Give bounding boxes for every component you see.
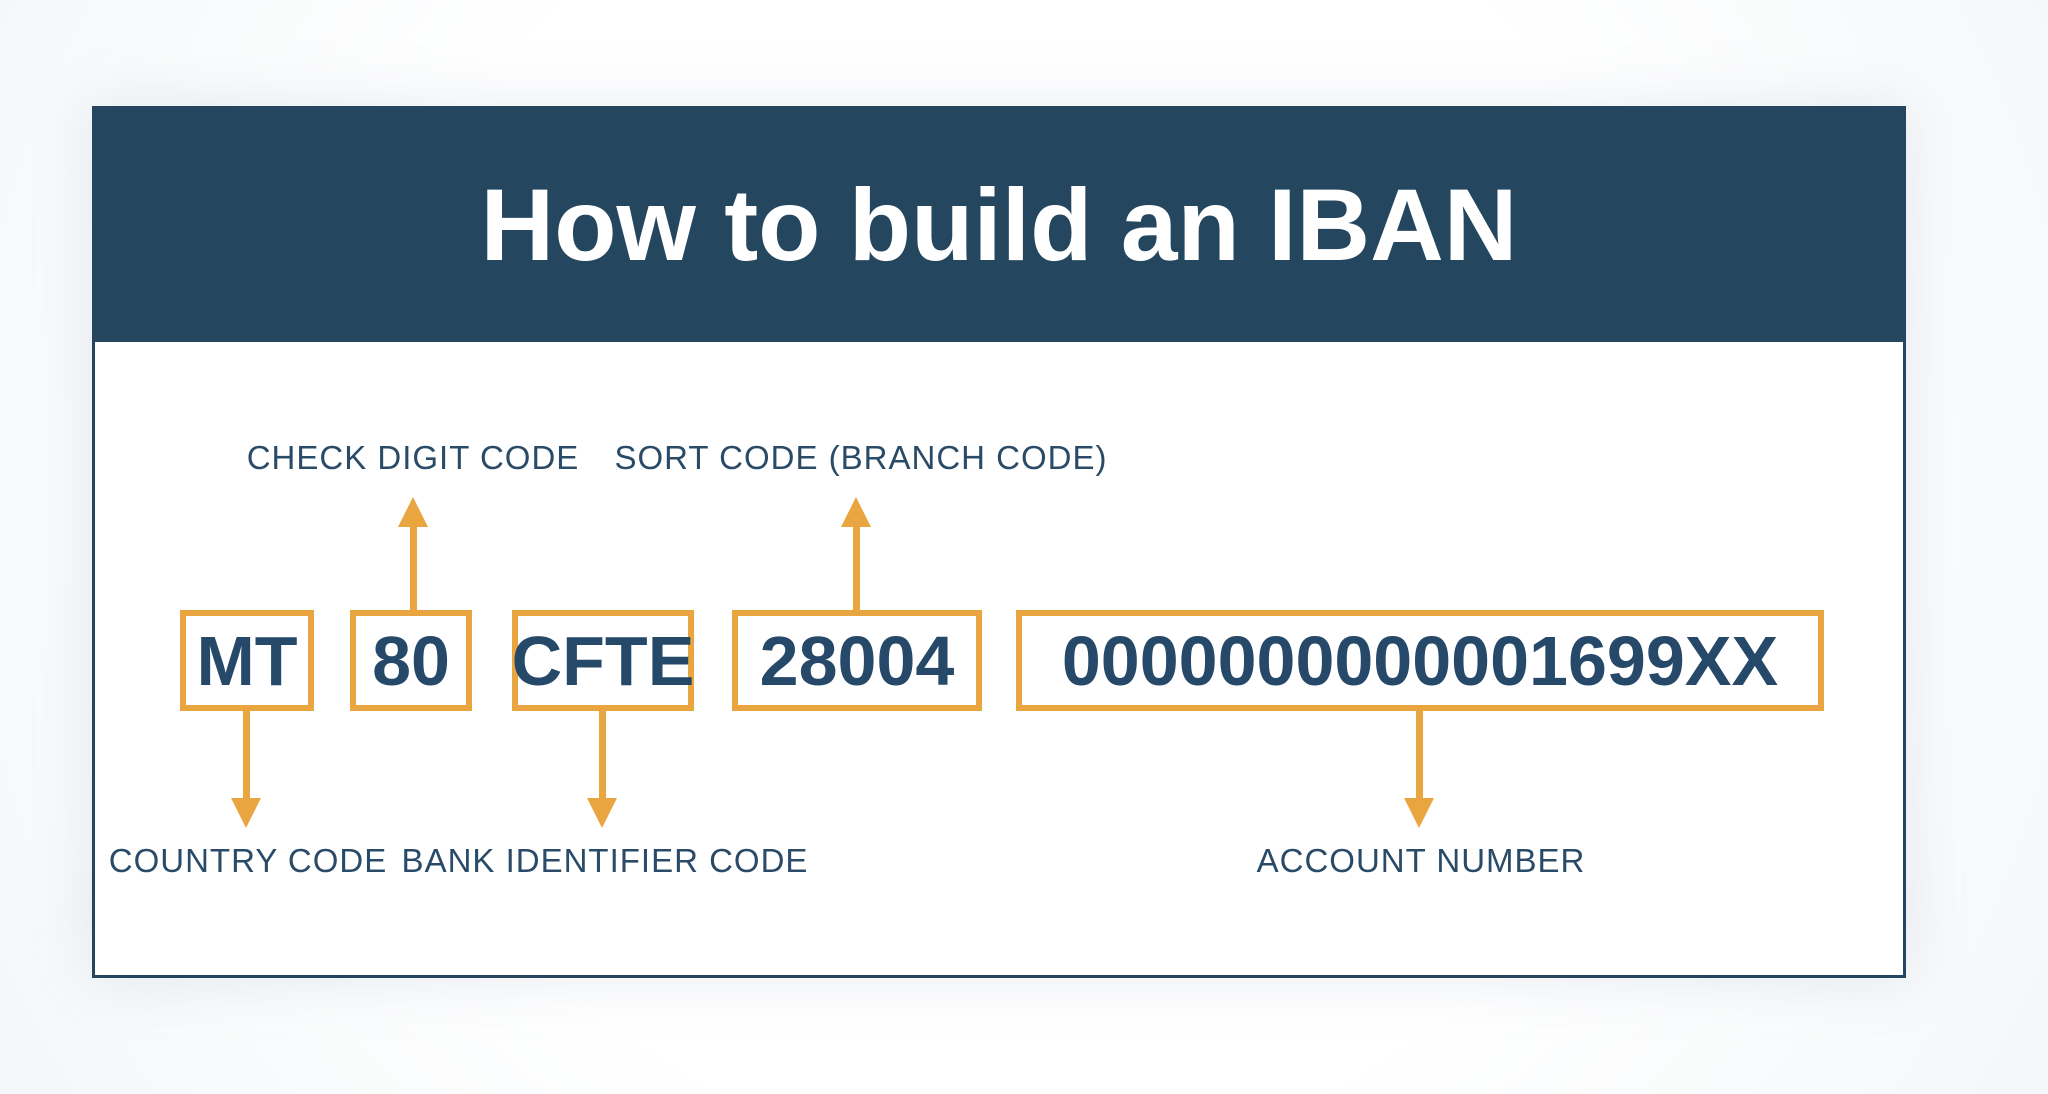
segment-value: 80 xyxy=(372,621,450,700)
segment-value: 28004 xyxy=(759,621,955,700)
bank-identifier-down-arrow-icon xyxy=(586,711,618,828)
segment-value: CFTE xyxy=(511,621,695,700)
sort-code-label: SORT CODE (BRANCH CODE) xyxy=(614,439,1108,476)
segment-box-bank-identifier: CFTE xyxy=(512,610,694,711)
header-band: How to build an IBAN xyxy=(95,109,1903,342)
arrow-head xyxy=(587,798,617,828)
country-code-down-arrow-icon xyxy=(230,711,262,828)
segment-box-sort-code: 28004 xyxy=(732,610,982,711)
country-code-label: COUNTRY CODE xyxy=(108,842,388,879)
arrow-stem xyxy=(409,527,417,610)
iban-infographic-card: How to build an IBAN CHECK DIGIT CODE SO… xyxy=(92,106,1906,978)
segment-box-country-code: MT xyxy=(180,610,314,711)
segment-box-check-digit: 80 xyxy=(350,610,472,711)
arrow-stem xyxy=(242,711,250,798)
arrow-head xyxy=(1404,798,1434,828)
segment-value: 0000000000001699XX xyxy=(1061,621,1779,700)
account-number-down-arrow-icon xyxy=(1403,711,1435,828)
arrow-head xyxy=(231,798,261,828)
segment-value: MT xyxy=(196,621,298,700)
sort-code-up-arrow-icon xyxy=(840,497,872,610)
check-digit-code-label: CHECK DIGIT CODE xyxy=(246,439,580,476)
arrow-head xyxy=(398,497,428,527)
bank-identifier-code-label: BANK IDENTIFIER CODE xyxy=(401,842,809,879)
arrow-head xyxy=(841,497,871,527)
arrow-stem xyxy=(852,527,860,610)
check-digit-up-arrow-icon xyxy=(397,497,429,610)
segment-box-account-number: 0000000000001699XX xyxy=(1016,610,1824,711)
account-number-label: ACCOUNT NUMBER xyxy=(1256,842,1586,879)
page-title: How to build an IBAN xyxy=(480,168,1518,282)
arrow-stem xyxy=(1415,711,1423,798)
arrow-stem xyxy=(598,711,606,798)
